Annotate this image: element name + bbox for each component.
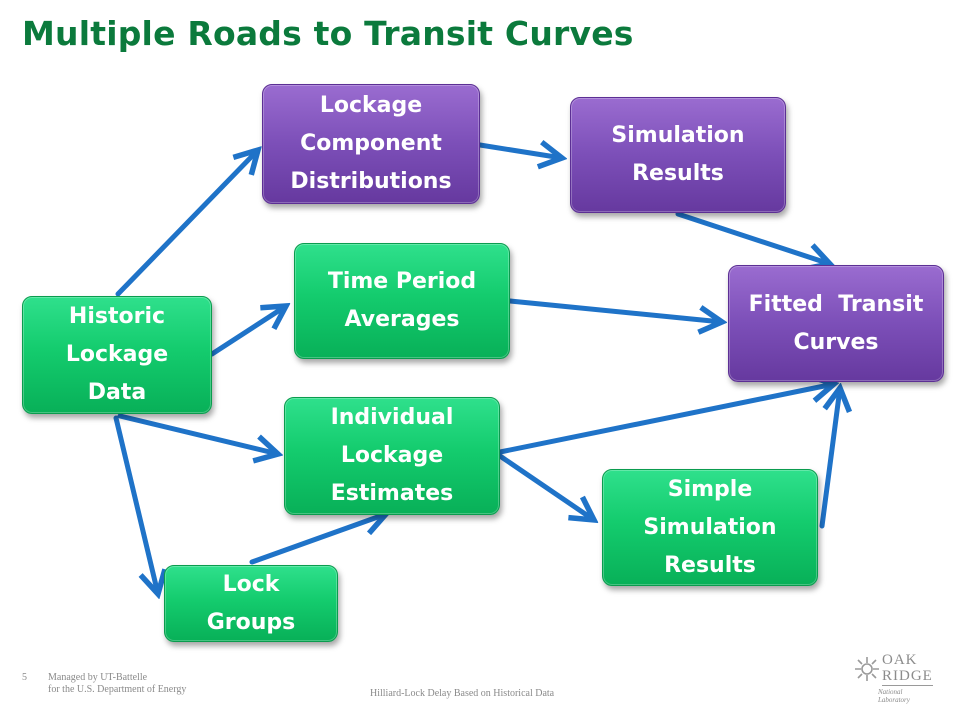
leaf-icon [855, 657, 879, 681]
node-line: Curves [793, 329, 879, 355]
arrow-component-to-simulation [477, 145, 562, 158]
node-line: Lockage [65, 342, 169, 367]
node-line: Data [87, 380, 147, 405]
arrow-historic-to-component [115, 150, 258, 297]
node-line: Time Period [327, 269, 477, 294]
node-line: Individual [330, 405, 454, 430]
footer-center-text: Hilliard-Lock Delay Based on Historical … [370, 688, 555, 699]
logo-ridge: RIDGE [882, 668, 933, 686]
node-line: Groups [206, 609, 296, 635]
oak-ridge-logo: OAK RIDGE National Laboratory [852, 652, 936, 704]
node-line: Simple [667, 476, 753, 502]
page-number: 5 [22, 672, 27, 683]
logo-oak: OAK [882, 652, 918, 668]
arrow-simple-to-fitted [819, 388, 840, 529]
node-line: Results [664, 552, 756, 578]
slide-title: Multiple Roads to Transit Curves [22, 14, 634, 53]
arrow-individual-to-fitted [497, 384, 834, 455]
node-line: Averages [344, 307, 460, 332]
node-line: Lock [222, 571, 280, 597]
managed-line-1: Managed by UT-Battelle [48, 672, 148, 683]
logo-national-laboratory: National Laboratory [878, 688, 910, 704]
node-line: Historic [68, 304, 166, 329]
arrow-timeperiod-to-fitted [507, 298, 722, 322]
node-line: Estimates [330, 481, 454, 506]
node-line: Distributions [290, 169, 452, 194]
arrow-historic-to-lockgroups [113, 415, 158, 594]
node-line: Lockage [319, 93, 423, 118]
arrow-lockgroups-to-individual [249, 514, 386, 565]
node-line: Simulation [643, 514, 777, 540]
managed-by-text: Managed by UT-Battelle for the U.S. Depa… [48, 672, 186, 696]
node-line: Component [300, 131, 442, 156]
node-line: Simulation [611, 123, 745, 148]
arrow-individual-to-simple [497, 453, 594, 520]
node-line: Results [632, 161, 724, 186]
arrow-historic-to-individual [117, 413, 278, 454]
arrow-simulation-to-fitted [675, 211, 830, 264]
node-line: Lockage [340, 443, 444, 468]
arrow-historic-to-timeperiod [209, 306, 286, 357]
managed-line-2: for the U.S. Department of Energy [48, 684, 187, 695]
node-line: Fitted Transit [748, 291, 924, 317]
